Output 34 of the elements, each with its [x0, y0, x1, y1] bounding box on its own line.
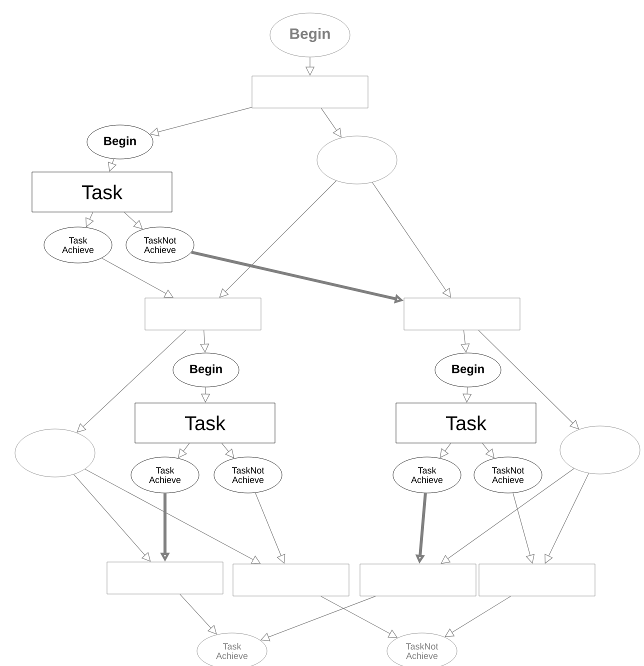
place-ellipse [14, 428, 96, 478]
place-ellipse [316, 136, 398, 184]
arrow [221, 442, 234, 458]
transition-box [360, 564, 476, 596]
arrow [372, 182, 451, 298]
transition-box [232, 564, 350, 596]
outcome-place: TaskNot Achieve [126, 226, 194, 264]
begin-place: Begin [434, 352, 502, 388]
arrow [74, 474, 151, 562]
arrow [440, 468, 574, 564]
begin-place: Begin [86, 124, 154, 160]
arrow [150, 107, 252, 136]
transition-box [404, 298, 520, 330]
begin-place: Begin [172, 352, 240, 388]
arrow [482, 442, 494, 458]
transition-box [144, 298, 262, 330]
outcome-place: TaskNot Achieve [214, 456, 282, 494]
arrow [84, 468, 261, 564]
transition-box [252, 76, 368, 108]
transition-box [106, 562, 224, 594]
outcome-place: TaskNot Achieve [474, 456, 542, 494]
arrow [219, 180, 337, 298]
task-box: Task [396, 402, 536, 444]
outcome-place: Task Achieve [392, 456, 462, 494]
begin-place: Begin [270, 12, 350, 58]
place-ellipse [560, 426, 640, 474]
outcome-place: Task Achieve [130, 456, 200, 494]
task-box: Task [32, 172, 172, 212]
transition-box [478, 564, 596, 596]
outcome-place: Task Achieve [196, 632, 268, 666]
outcome-place: TaskNot Achieve [386, 632, 458, 666]
task-box: Task [134, 402, 276, 444]
outcome-place: Task Achieve [44, 226, 112, 264]
arrow [124, 212, 143, 230]
